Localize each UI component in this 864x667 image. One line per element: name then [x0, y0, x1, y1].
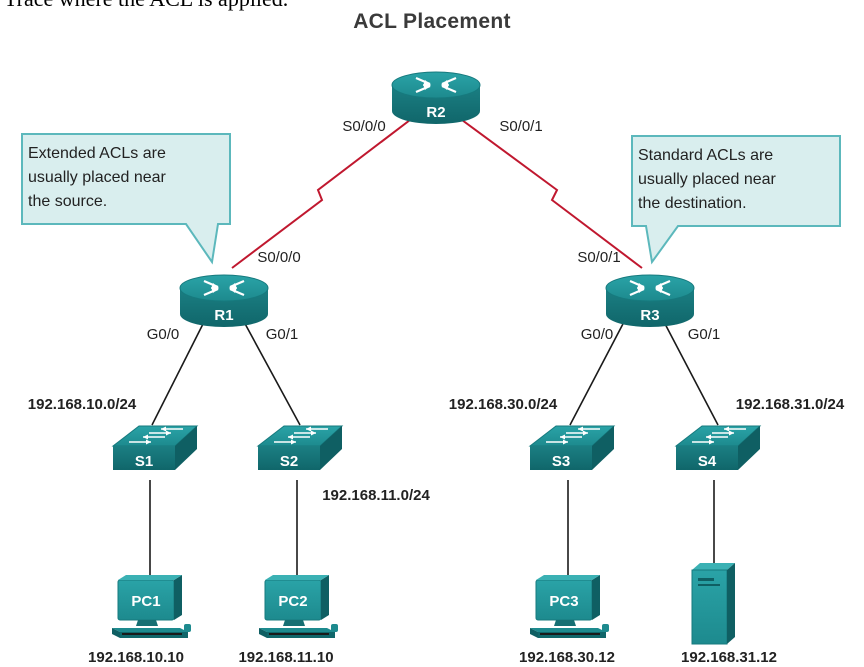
switch-s1[interactable]: S1 — [112, 425, 198, 471]
link-r3-s4 — [662, 319, 719, 426]
switch-s3[interactable]: S3 — [529, 425, 615, 471]
link-r1-s1 — [151, 319, 206, 426]
r3-interface-g01: G0/1 — [688, 326, 721, 343]
r1-interface-s000: S0/0/0 — [257, 249, 300, 266]
switch-icon — [675, 425, 761, 471]
r1-interface-g00: G0/0 — [147, 326, 180, 343]
standard-acl-callout — [631, 135, 841, 265]
server-ip-address: 192.168.31.12 — [681, 649, 777, 666]
callout-line: Extended ACLs are — [28, 145, 166, 162]
switch-s2-label: S2 — [280, 453, 298, 470]
host-pc2-label: PC2 — [278, 593, 307, 610]
ethernet-links — [149, 319, 719, 575]
callout-line: usually placed near — [638, 171, 776, 188]
r1-interface-g01: G0/1 — [266, 326, 299, 343]
link-r3-s3 — [569, 319, 626, 426]
callout-line: Standard ACLs are — [638, 147, 774, 164]
host-pc1-label: PC1 — [131, 593, 160, 610]
host-pc2[interactable]: PC2 — [258, 574, 339, 639]
switch-s2[interactable]: S2 — [257, 425, 343, 471]
switch-s4-label: S4 — [698, 453, 717, 470]
router-r2-label: R2 — [426, 104, 445, 121]
pc1-ip-address: 192.168.10.10 — [88, 649, 184, 666]
router-r2[interactable]: R2 — [390, 70, 482, 126]
network-192-168-10: 192.168.10.0/24 — [28, 396, 137, 413]
switch-s3-label: S3 — [552, 453, 570, 470]
server-icon — [691, 563, 735, 645]
network-192-168-30: 192.168.30.0/24 — [449, 396, 558, 413]
diagram-title: ACL Placement — [353, 10, 511, 33]
link-r1-s2 — [242, 319, 301, 426]
callout-line: the source. — [28, 193, 108, 210]
network-192-168-11: 192.168.11.0/24 — [322, 487, 430, 504]
cut-off-heading-text: Trace where the ACL is applied. — [4, 0, 288, 12]
host-pc3[interactable]: PC3 — [529, 574, 610, 639]
r2-interface-s000: S0/0/0 — [342, 118, 385, 135]
router-r1-label: R1 — [214, 307, 233, 324]
serial-link-r1-r2 — [231, 119, 411, 269]
network-192-168-31: 192.168.31.0/24 — [736, 396, 845, 413]
switch-s4[interactable]: S4 — [675, 425, 761, 471]
switch-s1-label: S1 — [135, 453, 153, 470]
extended-acl-callout — [21, 133, 231, 265]
callout-line: usually placed near — [28, 169, 166, 186]
host-pc3-label: PC3 — [549, 593, 578, 610]
callout-line: the destination. — [638, 195, 747, 212]
router-r3[interactable]: R3 — [604, 273, 696, 329]
switch-icon — [257, 425, 343, 471]
extended-acl-callout-text: Extended ACLs are usually placed near th… — [28, 142, 166, 214]
switch-icon — [112, 425, 198, 471]
pc3-ip-address: 192.168.30.12 — [519, 649, 615, 666]
host-server[interactable] — [691, 563, 735, 645]
standard-acl-callout-text: Standard ACLs are usually placed near th… — [638, 144, 776, 216]
host-pc1[interactable]: PC1 — [111, 574, 192, 639]
switch-icon — [529, 425, 615, 471]
serial-link-r2-r3 — [461, 119, 643, 269]
router-r3-label: R3 — [640, 307, 659, 324]
r3-interface-g00: G0/0 — [581, 326, 614, 343]
r3-interface-s001: S0/0/1 — [577, 249, 620, 266]
r2-interface-s001: S0/0/1 — [499, 118, 542, 135]
router-r1[interactable]: R1 — [178, 273, 270, 329]
pc2-ip-address: 192.168.11.10 — [238, 649, 333, 666]
